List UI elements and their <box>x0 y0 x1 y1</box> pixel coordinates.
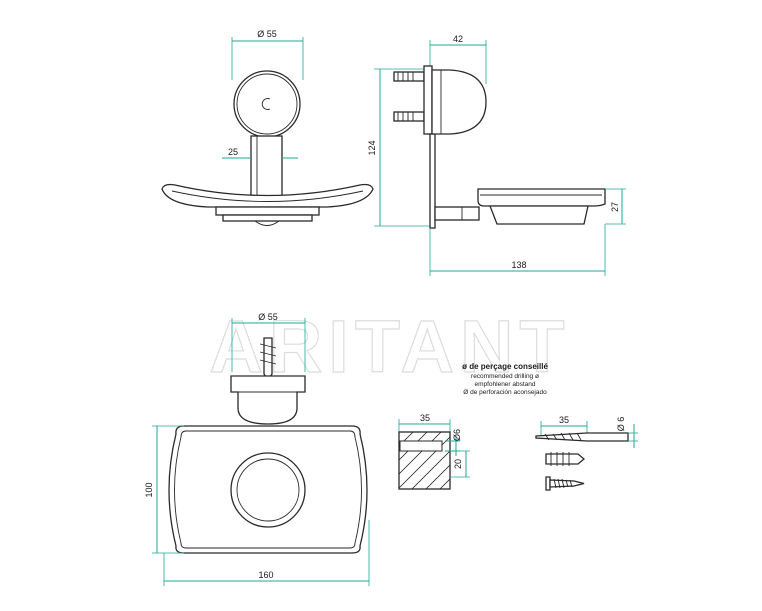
front-view: Ø 55 25 <box>161 29 374 226</box>
front-flange-outer <box>233 70 301 138</box>
drilling-note-line-de: empfohlener abstand <box>474 381 535 388</box>
plug-section: 35 Ø6 20 <box>398 413 470 490</box>
side-tray <box>477 188 606 207</box>
top-height-label: 100 <box>144 482 154 497</box>
drill-and-fixings: 35 Ø 6 <box>535 415 638 491</box>
side-wall-plate <box>423 65 433 135</box>
top-center-ring-inner <box>236 458 300 522</box>
drilling-note-line-es: Ø de perforación aconsejado <box>463 389 547 396</box>
plug-drill-hole <box>399 440 443 452</box>
front-diameter-label: Ø 55 <box>257 29 277 39</box>
top-width-label: 160 <box>258 570 273 580</box>
top-view: Ø 55 100 160 <box>144 312 370 586</box>
screw-icon <box>545 476 585 491</box>
front-stem-width-label: 25 <box>228 147 238 157</box>
drill-diameter-label: Ø 6 <box>616 417 626 432</box>
drilling-note-title: ø de perçage conseillé <box>462 362 548 371</box>
wall-plug-icon <box>545 452 586 466</box>
side-wall-plugs <box>393 71 425 122</box>
top-diameter-label: Ø 55 <box>258 312 278 322</box>
drill-bit-icon <box>535 432 629 442</box>
side-depth-label: 42 <box>453 34 463 44</box>
top-center-ring-outer <box>230 452 306 528</box>
top-cap <box>230 375 306 425</box>
drilling-note-line-en: recommended drilling ø <box>471 373 539 380</box>
drill-length-label: 35 <box>559 415 569 425</box>
side-dome-cap <box>431 69 487 135</box>
front-stem <box>250 135 283 197</box>
side-arm <box>434 206 480 221</box>
plug-length-label: 35 <box>420 413 430 423</box>
front-screw-cap-icon <box>261 98 271 110</box>
side-length-label: 138 <box>511 260 526 270</box>
side-view: 42 124 27 13 <box>367 34 626 276</box>
front-soap-tray <box>161 183 374 208</box>
front-tray-base <box>215 206 320 216</box>
front-flange-inner <box>236 73 298 135</box>
side-height-label: 124 <box>367 140 377 155</box>
plug-diameter-label: Ø6 <box>452 429 462 441</box>
side-tray-height-label: 27 <box>610 202 620 212</box>
top-anchor-screw <box>263 337 273 382</box>
drilling-note: ø de perçage conseillé recommended drill… <box>462 362 548 396</box>
plug-height-label: 20 <box>453 459 463 469</box>
